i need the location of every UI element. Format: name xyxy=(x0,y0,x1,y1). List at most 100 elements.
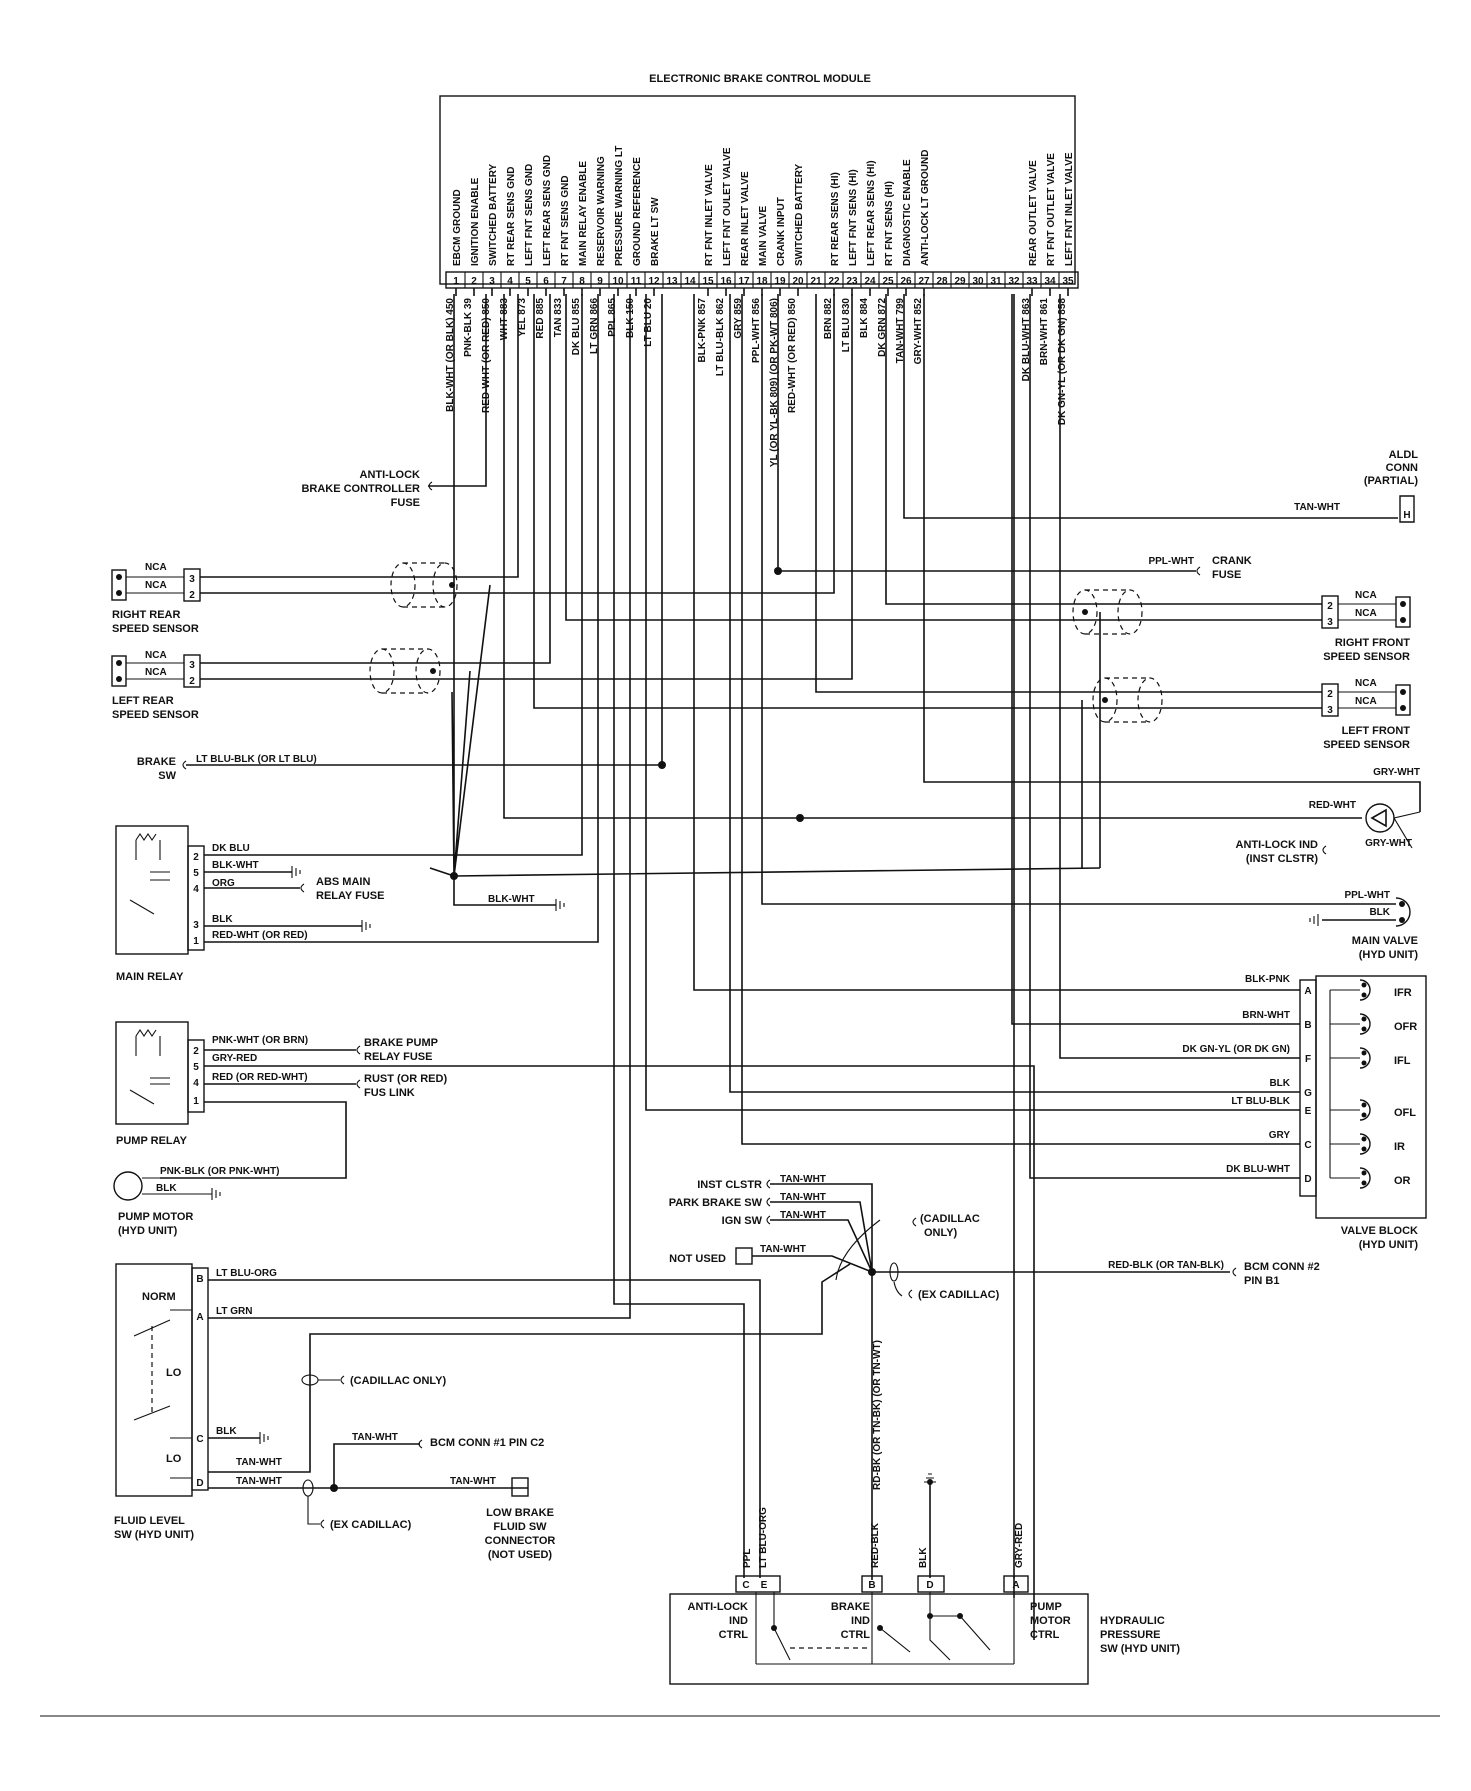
svg-text:PUMP: PUMP xyxy=(1030,1601,1062,1613)
svg-text:LT BLU-ORG: LT BLU-ORG xyxy=(758,1507,769,1568)
svg-text:4: 4 xyxy=(193,884,199,895)
module-wire-label: PPL 865 xyxy=(607,298,618,337)
module-function-label: EBCM GROUND xyxy=(452,189,463,266)
module-pin: 9 xyxy=(597,276,603,287)
module-pin: 10 xyxy=(612,276,624,287)
main-relay: 2 5 4 3 1 DK BLU BLK-WHT ORG BLK RED-WHT… xyxy=(115,294,599,983)
svg-text:ALDL: ALDL xyxy=(1389,449,1419,461)
left-rear-sensor: NCA NCA 3 2 LEFT REAR SPEED SENSOR xyxy=(111,294,853,721)
module-pin: 33 xyxy=(1026,276,1038,287)
svg-text:B: B xyxy=(868,1580,875,1591)
svg-text:2: 2 xyxy=(189,676,195,687)
module-function-label: SWITCHED BATTERY xyxy=(794,163,805,266)
module-pin: 5 xyxy=(525,276,531,287)
svg-text:LT BLU-BLK (OR LT BLU): LT BLU-BLK (OR LT BLU) xyxy=(196,754,317,765)
svg-text:NCA: NCA xyxy=(145,667,167,678)
svg-text:PPL: PPL xyxy=(742,1549,753,1568)
svg-text:E: E xyxy=(761,1580,768,1591)
svg-text:BLK: BLK xyxy=(216,1426,237,1437)
svg-text:LO: LO xyxy=(166,1367,182,1379)
module-wire-label: DK GN-YL (OR DK GN) 858 xyxy=(1057,298,1068,425)
svg-text:(PARTIAL): (PARTIAL) xyxy=(1364,475,1419,487)
module-pin: 4 xyxy=(507,276,513,287)
brake-sw: BRAKE SW LT BLU-BLK (OR LT BLU) xyxy=(137,294,666,782)
svg-text:RD-BK (OR TN-BK) (OR TN-WT): RD-BK (OR TN-BK) (OR TN-WT) xyxy=(872,1340,883,1490)
module-wire-label: DK BLU 855 xyxy=(571,298,582,356)
svg-text:PARK BRAKE SW: PARK BRAKE SW xyxy=(669,1197,763,1209)
module-pin: 14 xyxy=(684,276,696,287)
svg-text:RED-BLK (OR TAN-BLK): RED-BLK (OR TAN-BLK) xyxy=(1108,1260,1224,1271)
svg-text:NCA: NCA xyxy=(145,562,167,573)
crank-fuse: PPL-WHT CRANK FUSE xyxy=(774,294,1252,581)
module-wire-label: TAN 833 xyxy=(553,298,564,338)
svg-text:2: 2 xyxy=(1327,601,1333,612)
svg-text:2: 2 xyxy=(193,852,199,863)
svg-text:RELAY FUSE: RELAY FUSE xyxy=(316,890,384,902)
module-pin: 11 xyxy=(631,276,642,287)
svg-text:LO: LO xyxy=(166,1453,182,1465)
module-pin: 23 xyxy=(846,276,858,287)
svg-text:BRAKE: BRAKE xyxy=(137,756,176,768)
svg-text:ANTI-LOCK IND: ANTI-LOCK IND xyxy=(1236,839,1319,851)
svg-text:D: D xyxy=(196,1478,203,1489)
svg-text:(EX CADILLAC): (EX CADILLAC) xyxy=(918,1289,1000,1301)
left-front-sensor: 2 3 NCA NCA LEFT FRONT SPEED SENSOR xyxy=(533,294,1411,751)
svg-text:SPEED SENSOR: SPEED SENSOR xyxy=(112,709,199,721)
svg-text:NCA: NCA xyxy=(1355,696,1377,707)
module-function-label: LEFT FNT SENS (HI) xyxy=(848,169,859,266)
svg-text:SPEED SENSOR: SPEED SENSOR xyxy=(1323,651,1410,663)
module-pin: 20 xyxy=(792,276,804,287)
svg-text:SW: SW xyxy=(158,770,176,782)
module-function-label: LEFT FNT INLET VALVE xyxy=(1064,152,1075,266)
module-wire-label: RED 885 xyxy=(535,298,546,339)
module-wire-label: YL (OR YL-BK 809) (OR PK-WT 806) xyxy=(769,298,780,467)
module-wire-label: BLK-PNK 857 xyxy=(697,298,708,363)
svg-text:BLK-WHT: BLK-WHT xyxy=(488,894,535,905)
svg-text:VALVE BLOCK: VALVE BLOCK xyxy=(1341,1225,1418,1237)
svg-text:TAN-WHT: TAN-WHT xyxy=(1294,502,1340,513)
svg-text:PIN B1: PIN B1 xyxy=(1244,1275,1279,1287)
module-wire-label: BRN 882 xyxy=(823,298,834,340)
svg-text:3: 3 xyxy=(1327,617,1333,628)
svg-text:CTRL: CTRL xyxy=(841,1629,871,1641)
svg-text:IGN SW: IGN SW xyxy=(722,1215,763,1227)
module-function-label: RESERVOIR WARNING xyxy=(596,156,607,266)
module-pin: 7 xyxy=(561,276,567,287)
module-function-label: RT FNT SENS (HI) xyxy=(884,181,895,266)
svg-text:TAN-WHT: TAN-WHT xyxy=(760,1244,806,1255)
module-function-label: IGNITION ENABLE xyxy=(470,177,481,266)
module-function-label: RT FNT OUTLET VALVE xyxy=(1046,153,1057,266)
svg-text:3: 3 xyxy=(1327,705,1333,716)
module-wire-label: TAN-WHT 799 xyxy=(895,298,906,364)
module-pin: 18 xyxy=(756,276,768,287)
module-pin: 15 xyxy=(702,276,714,287)
svg-text:ABS MAIN: ABS MAIN xyxy=(316,876,370,888)
svg-text:SW (HYD UNIT): SW (HYD UNIT) xyxy=(114,1529,194,1541)
module-pin: 22 xyxy=(828,276,840,287)
valve-coil xyxy=(1359,979,1371,1001)
module-function-label: BRAKE LT SW xyxy=(650,197,661,266)
svg-text:TAN-WHT: TAN-WHT xyxy=(780,1192,826,1203)
svg-text:1: 1 xyxy=(193,936,199,947)
svg-text:D: D xyxy=(926,1580,933,1591)
svg-text:E: E xyxy=(1305,1106,1312,1117)
svg-text:DK GN-YL (OR DK GN): DK GN-YL (OR DK GN) xyxy=(1182,1044,1290,1055)
module-function-label: LEFT REAR SENS (HI) xyxy=(866,160,877,266)
module-pin: 34 xyxy=(1044,276,1056,287)
valve-coil xyxy=(1359,1047,1371,1069)
svg-text:(INST CLSTR): (INST CLSTR) xyxy=(1246,853,1318,865)
module-pin: 13 xyxy=(666,276,678,287)
svg-text:NCA: NCA xyxy=(145,580,167,591)
module-pin: 30 xyxy=(972,276,984,287)
svg-text:PNK-WHT (OR BRN): PNK-WHT (OR BRN) xyxy=(212,1035,308,1046)
module-wire-label: LT BLU-BLK 862 xyxy=(715,298,726,377)
module-function-label: SWITCHED BATTERY xyxy=(488,163,499,266)
module-pin: 16 xyxy=(720,276,732,287)
svg-text:PRESSURE: PRESSURE xyxy=(1100,1629,1161,1641)
module-pin: 29 xyxy=(954,276,966,287)
svg-text:B: B xyxy=(196,1274,203,1285)
module-function-label: MAIN VALVE xyxy=(758,205,769,266)
svg-text:(CADILLAC: (CADILLAC xyxy=(920,1213,980,1225)
module-wire-label: DK GRN 872 xyxy=(877,298,888,357)
